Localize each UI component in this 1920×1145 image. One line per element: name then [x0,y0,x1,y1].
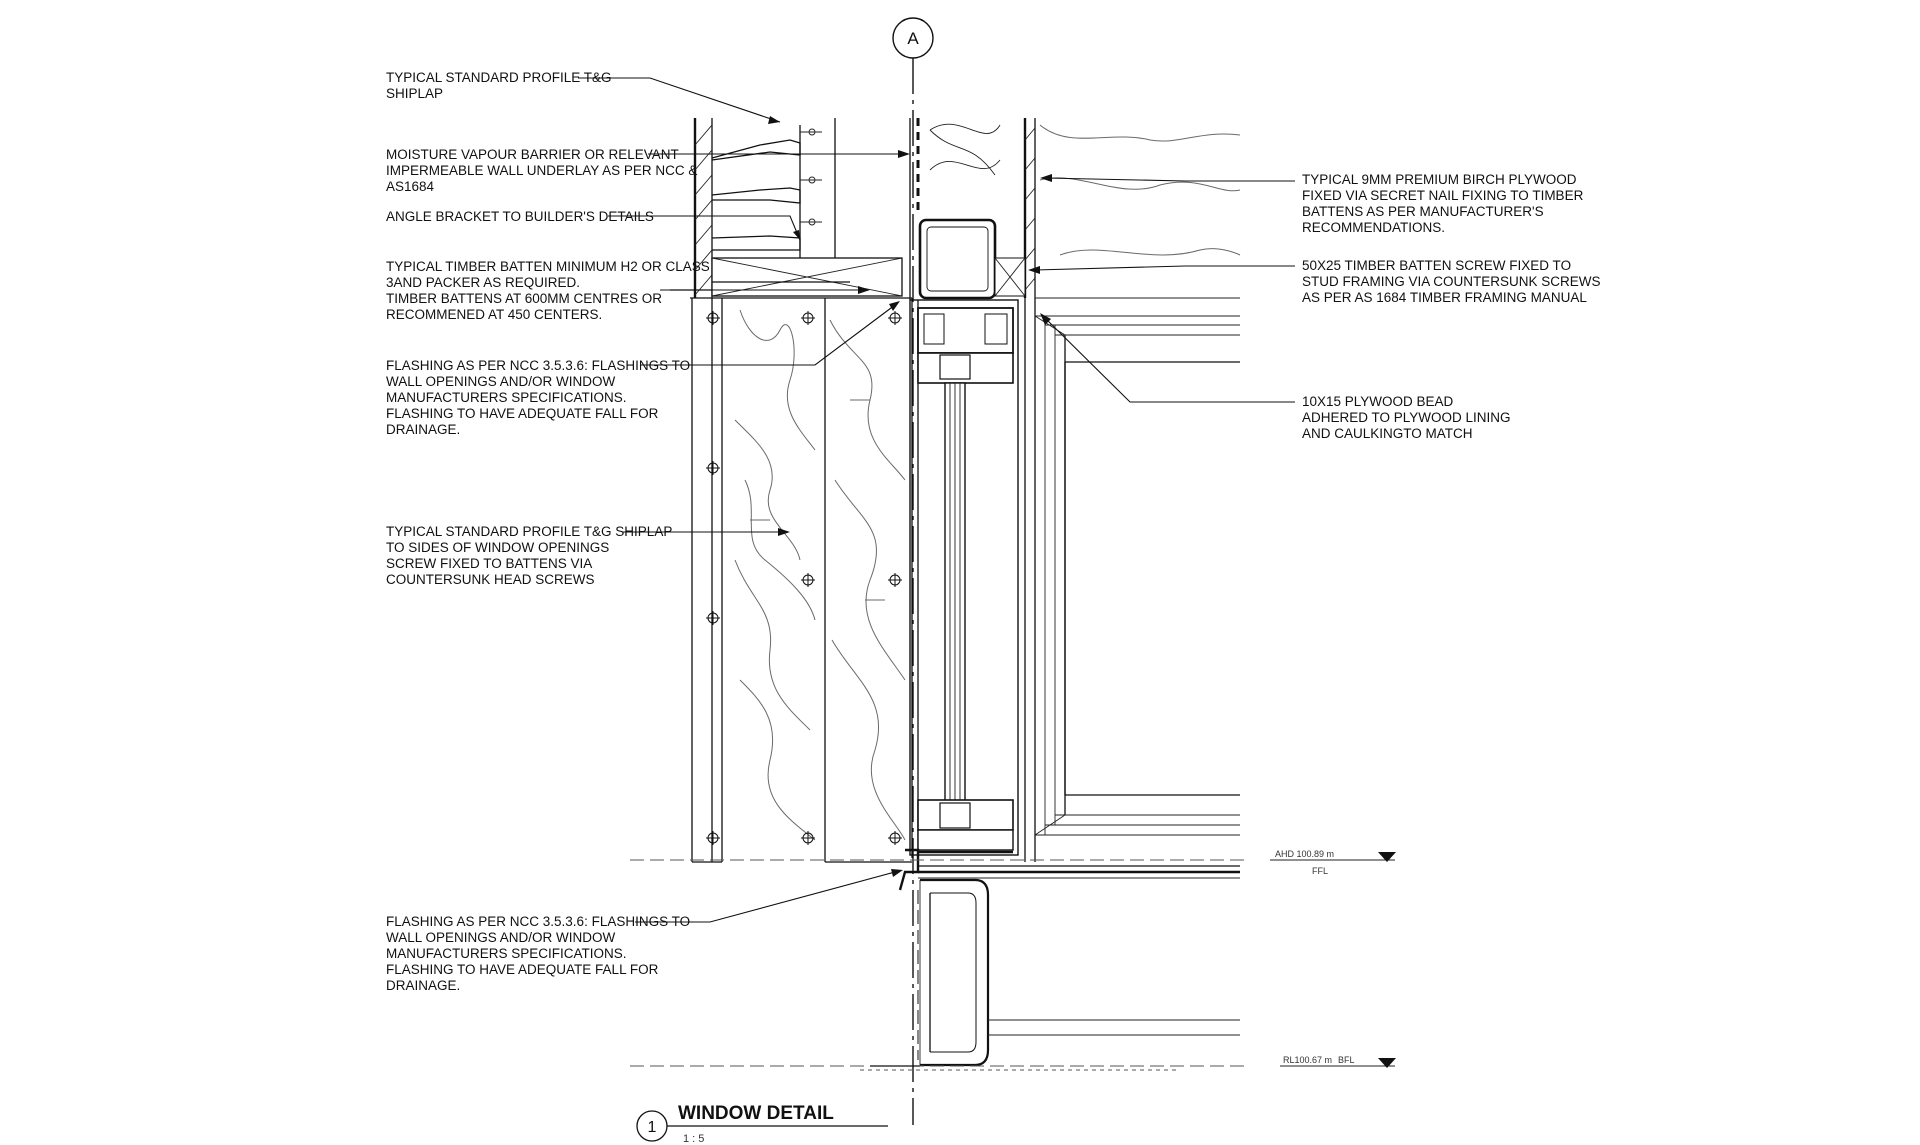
floor-structure [630,859,1250,1071]
notes-left: TYPICAL STANDARD PROFILE T&G SHIPLAP MOI… [386,70,714,993]
note-angle-bracket: ANGLE BRACKET TO BUILDER'S DETAILS [386,209,654,224]
level-bfl-label: BFL [1338,1055,1355,1065]
level-marker-ffl: AHD 100.89 m FFL [1270,849,1396,876]
note-birch-plywood: TYPICAL 9MM PREMIUM BIRCH PLYWOOD FIXED … [1302,172,1587,235]
level-ffl-label: FFL [1312,866,1328,876]
grid-marker: A [892,17,934,1125]
notes-right: TYPICAL 9MM PREMIUM BIRCH PLYWOOD FIXED … [1302,172,1604,441]
note-shiplap: TYPICAL STANDARD PROFILE T&G SHIPLAP [386,70,615,101]
level-marker-bfl: RL100.67 m BFL [1280,1055,1396,1068]
screw-marks [706,311,902,845]
note-sill-flashing: FLASHING AS PER NCC 3.5.3.6: FLASHINGS T… [386,914,694,993]
note-vapour-barrier: MOISTURE VAPOUR BARRIER OR RELEVANT IMPE… [386,147,701,194]
note-side-shiplap: TYPICAL STANDARD PROFILE T&G SHIPLAP TO … [386,524,676,587]
note-plywood-bead: 10X15 PLYWOOD BEAD ADHERED TO PLYWOOD LI… [1302,394,1514,441]
detail-title: WINDOW DETAIL [678,1103,834,1124]
detail-number: 1 [648,1119,657,1136]
detail-scale: 1 : 5 [683,1133,704,1145]
window-frame [898,299,1019,891]
note-timber-batten: TYPICAL TIMBER BATTEN MINIMUM H2 OR CLAS… [386,259,714,322]
grid-marker-label: A [907,29,919,48]
leader-lines [578,77,1295,923]
head-batten [670,218,1026,300]
note-head-flashing: FLASHING AS PER NCC 3.5.3.6: FLASHINGS T… [386,358,694,437]
level-ffl-value: AHD 100.89 m [1275,849,1334,859]
note-batten-screw: 50X25 TIMBER BATTEN SCREW FIXED TO STUD … [1302,258,1604,305]
title-block: 1 WINDOW DETAIL 1 : 5 [636,1103,888,1145]
interior-lining [1024,298,1240,862]
jamb-cladding [690,297,913,863]
level-bfl-value: RL100.67 m [1283,1055,1332,1065]
